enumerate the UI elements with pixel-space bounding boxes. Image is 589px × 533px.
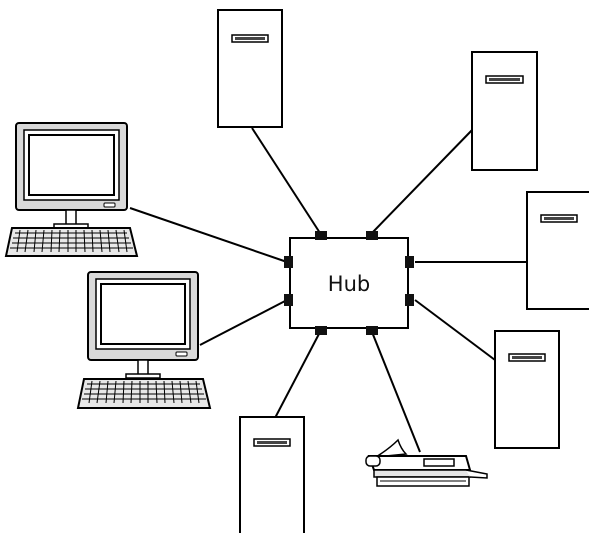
hub-port <box>315 231 327 240</box>
server-case <box>217 9 283 128</box>
server-top <box>217 9 283 128</box>
connections <box>129 127 527 453</box>
keyboard-icon <box>4 227 139 257</box>
hub-port <box>284 294 293 306</box>
monitor-icon <box>87 271 199 379</box>
link-server-top <box>251 127 321 234</box>
hub: Hub <box>284 231 414 335</box>
hub-port <box>405 294 414 306</box>
printer <box>365 438 488 487</box>
link-server-upper-right <box>371 127 475 234</box>
server-bottom <box>239 416 305 533</box>
server-case <box>239 416 305 533</box>
server-upper-right <box>471 51 538 171</box>
hub-port <box>405 256 414 268</box>
drive-slot-inner <box>489 78 520 81</box>
monitor-icon <box>15 122 128 229</box>
server-case <box>526 191 589 310</box>
hub-port <box>366 326 378 335</box>
link-computer-upper <box>129 207 288 263</box>
computer-lower <box>76 271 212 409</box>
hub-label: Hub <box>328 272 370 296</box>
drive-slot-inner <box>235 37 265 40</box>
computer-upper <box>4 122 139 257</box>
link-server-lower-right <box>414 299 496 361</box>
server-case <box>471 51 538 171</box>
hub-box <box>289 237 409 329</box>
drive-slot-inner <box>512 356 542 359</box>
hub-port <box>284 256 293 268</box>
hub-ports <box>284 231 414 335</box>
server-lower-right <box>494 330 560 449</box>
server-right <box>526 191 589 310</box>
printer-icon <box>365 438 488 487</box>
link-server-bottom <box>274 331 321 419</box>
keyboard-icon <box>76 378 212 409</box>
drive-slot-inner <box>544 217 574 220</box>
drive-slot-inner <box>257 441 287 444</box>
link-printer <box>371 331 421 453</box>
link-computer-lower <box>199 299 288 346</box>
hub-port <box>315 326 327 335</box>
server-case <box>494 330 560 449</box>
hub-port <box>366 231 378 240</box>
